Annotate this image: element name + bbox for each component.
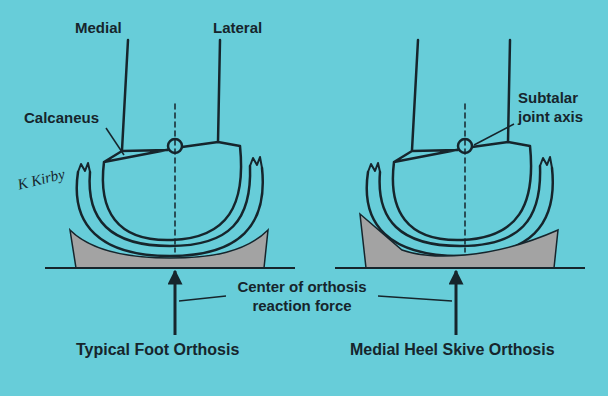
- heel-section: [367, 40, 553, 256]
- part-label: Calcaneus: [24, 108, 99, 127]
- ground-line: [45, 267, 295, 269]
- ground-line: [335, 267, 585, 269]
- side-label: Lateral: [213, 18, 262, 37]
- figure-caption: Typical Foot Orthosis: [76, 340, 239, 359]
- leader-line: [106, 128, 124, 155]
- part-label: Subtalar joint axis: [518, 88, 602, 126]
- skive-orthosis-shell: [360, 214, 558, 268]
- heel-section: [77, 40, 263, 256]
- leader-line: [378, 296, 452, 301]
- leader-line: [474, 124, 514, 145]
- signature: K Kirby: [16, 165, 67, 195]
- force-arrow: [455, 271, 458, 335]
- force-arrow: [174, 271, 177, 335]
- side-label: Medial: [75, 18, 122, 37]
- leader-line: [179, 296, 226, 301]
- orthosis-shell: [70, 230, 268, 268]
- force-label: Center of orthosis reaction force: [222, 277, 382, 315]
- figure-caption: Medial Heel Skive Orthosis: [350, 340, 555, 359]
